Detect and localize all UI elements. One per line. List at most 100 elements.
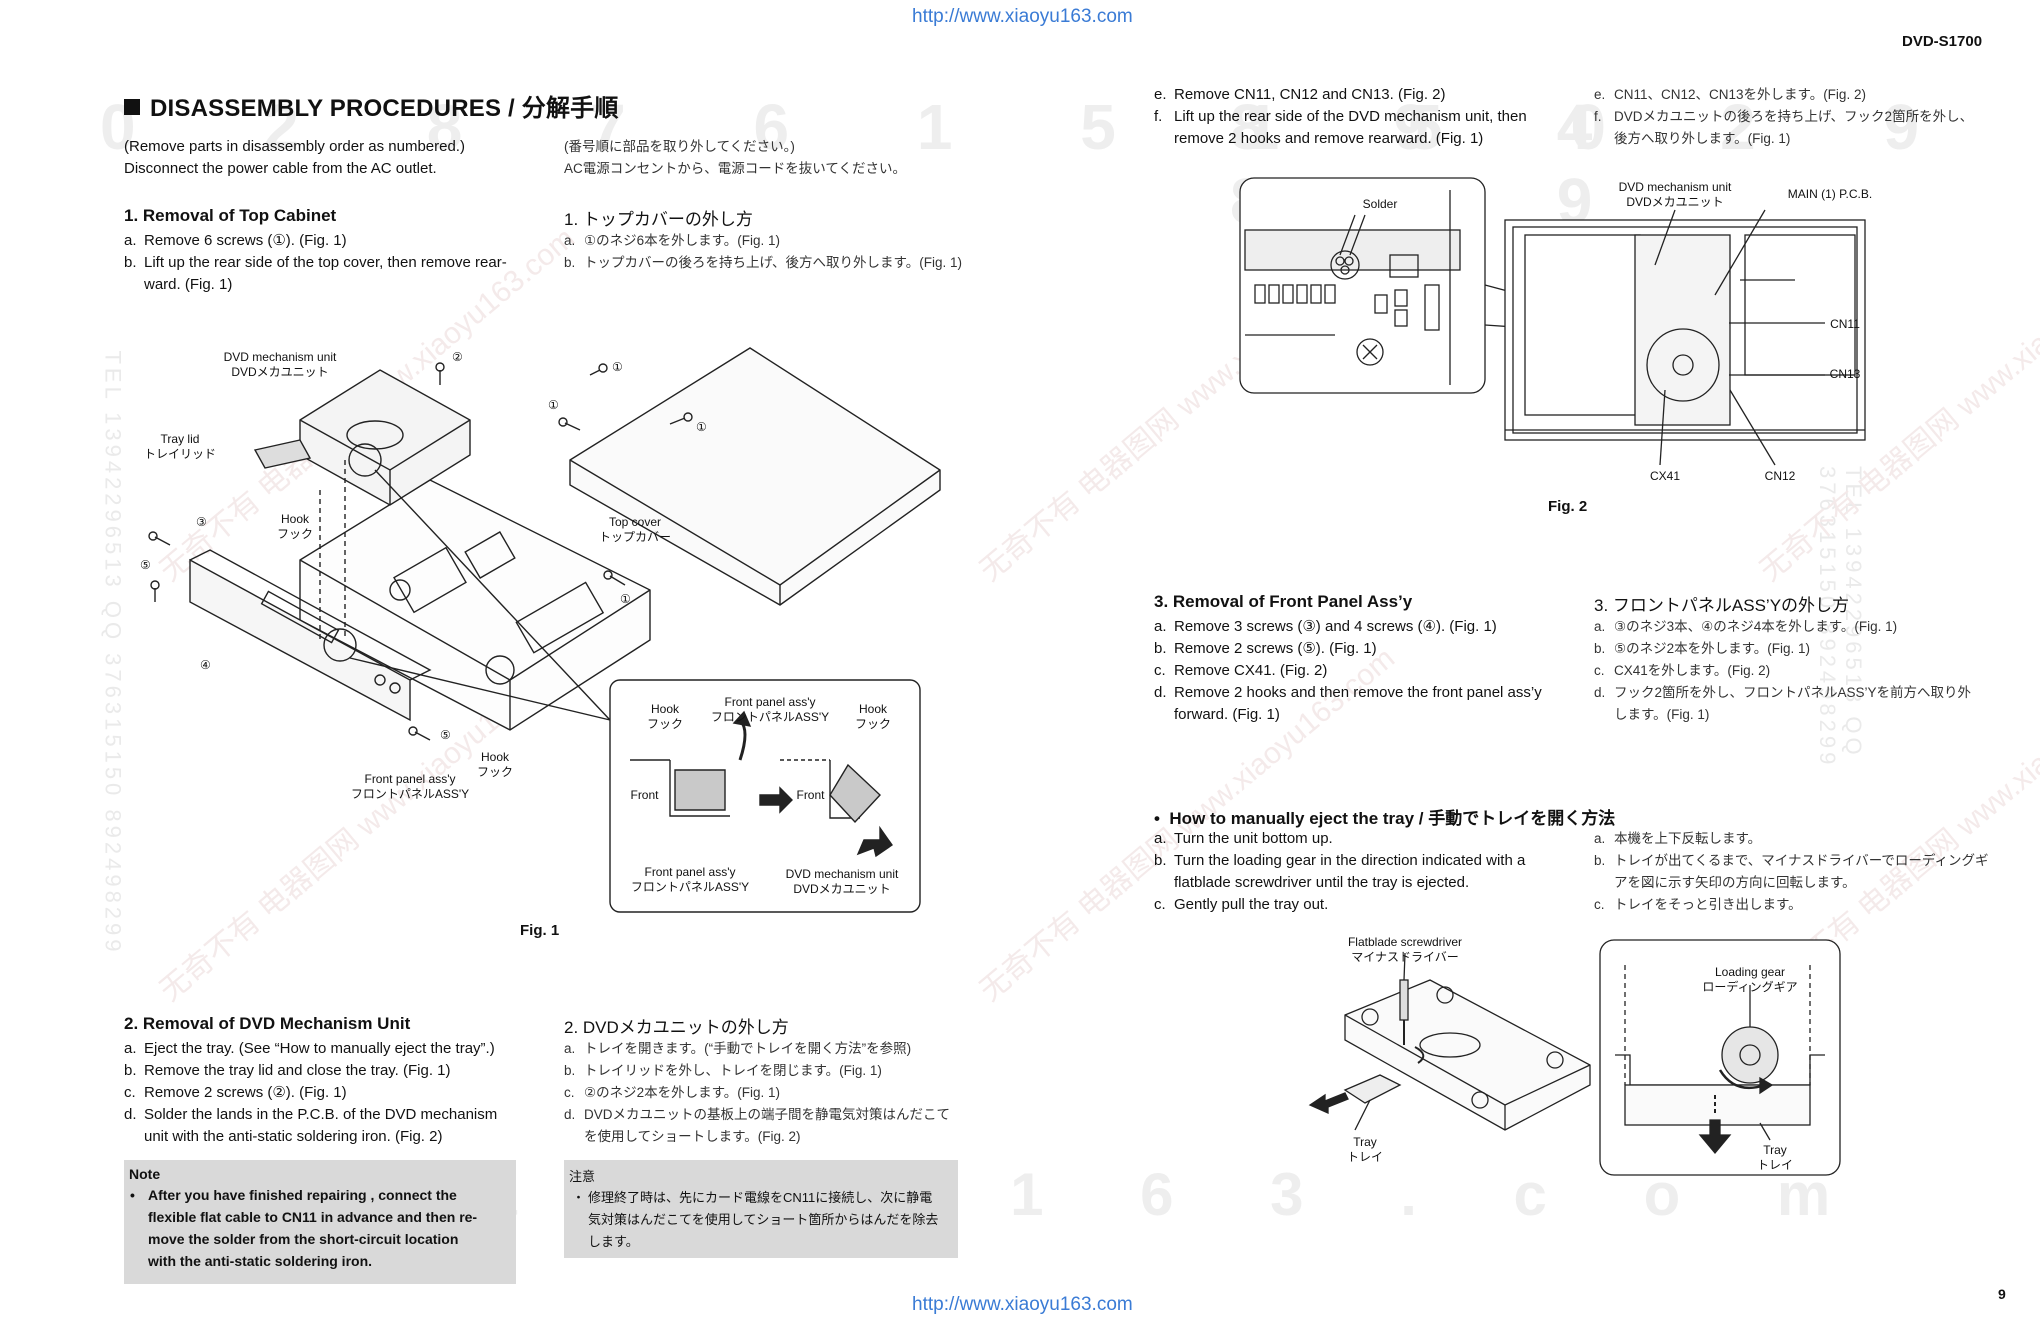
list-item: a.Turn the unit bottom up. — [1154, 830, 1333, 847]
site-url-bottom[interactable]: http://www.xiaoyu163.com — [912, 1294, 1133, 1315]
sec4-steps-en: a.Turn the unit bottom up. b.Turn the lo… — [1154, 828, 1574, 916]
list-item: ward. (Fig. 1) — [144, 276, 233, 293]
fig2-label-main-pcb: MAIN (1) P.C.B. — [1787, 187, 1873, 201]
list-item: a.Eject the tray. (See “How to manually … — [124, 1040, 495, 1057]
sec3-steps-en: a.Remove 3 screws (③) and 4 screws (④). … — [1154, 616, 1574, 726]
fig2-label-cn12: CN12 — [1764, 469, 1796, 483]
sec2-cont-en: e.Remove CN11, CN12 and CN13. (Fig. 2) f… — [1154, 84, 1574, 150]
list-item: を使用してショートします。(Fig. 2) — [584, 1129, 801, 1144]
title-square-icon — [124, 99, 140, 115]
intro-en: (Remove parts in disassembly order as nu… — [124, 138, 465, 177]
sec2-steps-en: a.Eject the tray. (See “How to manually … — [124, 1038, 524, 1148]
note-box-en: Note • After you have finished repairing… — [124, 1160, 516, 1284]
list-item: b.トレイが出てくるまで、マイナスドライバーでローディングギ — [1594, 853, 1989, 868]
list-item: f.DVDメカユニットの後ろを持ち上げ、フック2箇所を外し、 — [1594, 109, 1974, 124]
list-item: flatblade screwdriver until the tray is … — [1174, 874, 1470, 891]
sec2-title-jp: 2. DVDメカユニットの外し方 — [564, 1018, 789, 1037]
list-item: アを図に示す矢印の方向に回転します。 — [1614, 875, 1856, 890]
list-item: c.Remove CX41. (Fig. 2) — [1154, 662, 1328, 679]
intro-jp: (番号順に部品を取り外してください。) AC電源コンセントから、電源コードを抜い… — [564, 139, 906, 176]
list-item: c.トレイをそっと引き出します。 — [1594, 897, 1802, 912]
fig2-label-cn11: CN11 — [1830, 317, 1860, 331]
list-item: b.Turn the loading gear in the direction… — [1154, 852, 1526, 869]
sec4-title: • How to manually eject the tray / 手動でトレ… — [1154, 809, 1616, 828]
list-item: d.DVDメカユニットの基板上の端子間を静電気対策はんだこて — [564, 1107, 951, 1122]
figure-3-drawing — [1308, 939, 1841, 1176]
list-item: forward. (Fig. 1) — [1174, 706, 1280, 723]
sec3-title-jp: 3. フロントパネルASS’Yの外し方 — [1594, 596, 1850, 615]
fig1-caption: Fig. 1 — [520, 922, 560, 939]
list-item: 後方へ取り外します。(Fig. 1) — [1614, 131, 1791, 146]
list-item: a.Remove 6 screws (①). (Fig. 1) — [124, 232, 347, 249]
list-item: d.Remove 2 hooks and then remove the fro… — [1154, 684, 1542, 701]
screw-mark-5a: ⑤ — [140, 558, 151, 572]
sec1-title-jp: 1. トップカバーの外し方 — [564, 210, 753, 229]
figure-2-drawing — [1239, 177, 1866, 466]
list-item: d.フック2箇所を外し、フロントパネルASS’Yを前方へ取り外 — [1594, 685, 1972, 700]
list-item: b.トップカバーの後ろを持ち上げ、後方へ取り外します。(Fig. 1) — [564, 255, 962, 270]
list-item: unit with the anti-static soldering iron… — [144, 1128, 443, 1145]
fig2-label-cn13: CN13 — [1829, 367, 1861, 381]
fig1-inset-front-left: Front — [630, 788, 659, 802]
note-title-en: Note — [129, 1166, 161, 1182]
sec2-cont-jp: e.CN11、CN12、CN13を外します。(Fig. 2) f.DVDメカユニ… — [1594, 84, 2014, 150]
watermark-digits-left: 0 2 8 7 6 1 5 1 5 0 — [100, 91, 1661, 163]
fig2-label-cx41: CX41 — [1649, 469, 1681, 483]
list-item: e.Remove CN11, CN12 and CN13. (Fig. 2) — [1154, 86, 1446, 103]
list-item: b.⑤のネジ2本を外します。(Fig. 1) — [1594, 641, 1811, 656]
sec2-steps-jp: a.トレイを開きます。(“手動でトレイを開く方法”を参照) b.トレイリッドを外… — [564, 1038, 984, 1148]
list-item: c.②のネジ2本を外します。(Fig. 1) — [564, 1085, 781, 1100]
list-item: c.CX41を外します。(Fig. 2) — [1594, 663, 1771, 678]
note-box-jp: 注意 ・ 修理終了時は、先にカード電線をCN11に接続し、次に静電 気対策はんだ… — [564, 1160, 958, 1258]
list-item: b.Remove the tray lid and close the tray… — [124, 1062, 451, 1079]
watermark-side-left: TEL 13942296513 QQ 376315150 892498299 — [100, 350, 126, 956]
list-item: c.Gently pull the tray out. — [1154, 896, 1329, 913]
list-item: c.Remove 2 screws (②). (Fig. 1) — [124, 1084, 347, 1101]
page-title: DISASSEMBLY PROCEDURES / 分解手順 — [124, 88, 619, 123]
list-item: b.Remove 2 screws (⑤). (Fig. 1) — [1154, 640, 1377, 657]
list-item: remove 2 hooks and remove rearward. (Fig… — [1174, 130, 1484, 147]
fig2-caption: Fig. 2 — [1548, 498, 1588, 515]
screw-mark-3: ③ — [196, 515, 207, 529]
screw-mark-4: ④ — [200, 658, 211, 672]
list-item: b.Lift up the rear side of the top cover… — [124, 254, 507, 271]
screw-mark-1c: ① — [696, 420, 707, 434]
site-url-top[interactable]: http://www.xiaoyu163.com — [912, 6, 1133, 27]
screw-mark-5b: ⑤ — [440, 728, 451, 742]
list-item: します。(Fig. 1) — [1614, 707, 1710, 722]
figure-1-drawing — [148, 347, 941, 913]
screw-mark-1b: ① — [548, 398, 559, 412]
note-title-jp: 注意 — [569, 1169, 596, 1184]
model-number: DVD-S1700 — [1902, 33, 1983, 50]
fig1-inset-front-right: Front — [796, 788, 825, 802]
sec3-steps-jp: a.③のネジ3本、④のネジ4本を外します。(Fig. 1) b.⑤のネジ2本を外… — [1594, 616, 2014, 726]
list-item: a.本機を上下反転します。 — [1594, 831, 1762, 846]
list-item: a.Remove 3 screws (③) and 4 screws (④). … — [1154, 618, 1497, 635]
note-body-jp: ・ 修理終了時は、先にカード電線をCN11に接続し、次に静電 気対策はんだこてを… — [572, 1190, 939, 1249]
sec1-title-en: 1. Removal of Top Cabinet — [124, 206, 337, 225]
list-item: f.Lift up the rear side of the DVD mecha… — [1154, 108, 1527, 125]
page-number: 9 — [1998, 1286, 2006, 1302]
note-body-en: • After you have finished repairing , co… — [130, 1187, 478, 1269]
sec1-steps-en: a.Remove 6 screws (①). (Fig. 1) b.Lift u… — [124, 230, 524, 296]
fig2-label-solder: Solder — [1362, 197, 1398, 211]
list-item: a.①のネジ6本を外します。(Fig. 1) — [564, 233, 781, 248]
screw-mark-2: ② — [452, 350, 463, 364]
sec1-steps-jp: a.①のネジ6本を外します。(Fig. 1) b.トップカバーの後ろを持ち上げ、… — [564, 230, 984, 274]
